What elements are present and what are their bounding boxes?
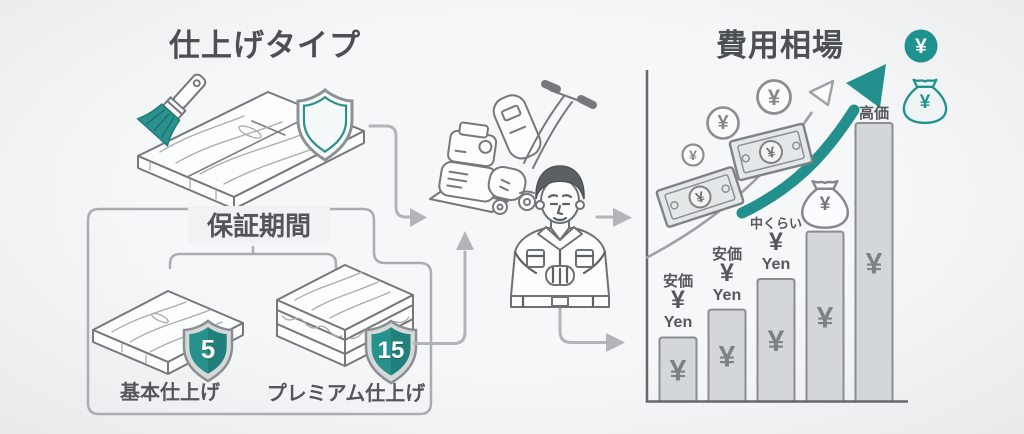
coin-icon bbox=[681, 143, 705, 167]
bar-yen-glyph: ¥ bbox=[768, 325, 785, 358]
cost-bar bbox=[707, 308, 747, 403]
chart-col3-yen: ¥ bbox=[769, 228, 783, 256]
connector-shield-to-sander bbox=[412, 231, 474, 345]
chart-axis bbox=[645, 70, 908, 403]
shield-5-icon bbox=[182, 319, 234, 383]
yen-badge-teal-icon bbox=[904, 29, 938, 63]
shield-15-years: 15 bbox=[377, 337, 405, 364]
teal-trend-arrow bbox=[736, 64, 886, 219]
worker-person-illustration bbox=[510, 165, 610, 308]
paint-brush-icon bbox=[136, 73, 207, 147]
banknote-icon: ¥ bbox=[728, 122, 814, 182]
bar-yen-glyph: ¥ bbox=[866, 247, 883, 280]
banknote-icon: ¥ bbox=[655, 166, 745, 228]
warranty-bracket bbox=[168, 245, 338, 270]
coin-icon bbox=[756, 79, 792, 115]
shield-15-icon bbox=[364, 319, 418, 385]
cost-bar bbox=[658, 336, 698, 403]
chart-col1-yen: ¥ bbox=[671, 286, 685, 314]
money-bag-teal-yen: ¥ bbox=[919, 92, 931, 113]
chart-col2-yen: ¥ bbox=[720, 259, 734, 287]
premium-finish-label: プレミアム仕上げ bbox=[266, 383, 426, 405]
warranty-box-title: 保証期間 bbox=[188, 206, 330, 243]
coin-yen: ¥ bbox=[717, 112, 729, 134]
chart-col1-tier-label: 安価 bbox=[662, 273, 693, 290]
connector-to-chart-upper bbox=[595, 208, 632, 227]
connector-board-to-sander bbox=[368, 124, 427, 227]
coin-yen: ¥ bbox=[767, 85, 781, 110]
chart-col5-tier-label: 高価 bbox=[858, 105, 889, 122]
cost-bar bbox=[854, 122, 894, 403]
basic-finish-label: 基本仕上げ bbox=[120, 382, 220, 404]
money-bag-gray-yen: ¥ bbox=[819, 194, 831, 215]
left-section-title: 仕上げタイプ bbox=[169, 28, 361, 63]
chart-col3-unit: Yen bbox=[761, 256, 791, 273]
yen-badge-teal-yen: ¥ bbox=[915, 35, 927, 58]
cost-bar bbox=[756, 277, 796, 403]
connector-person-to-chart-lower bbox=[558, 306, 625, 352]
right-section-title: 費用相場 bbox=[716, 28, 844, 63]
chart-col3-tier-label: 中くらい bbox=[749, 216, 802, 231]
chart-col2-tier-label: 安価 bbox=[711, 246, 742, 263]
chart-col1-unit: Yen bbox=[663, 314, 693, 331]
bar-series: ¥¥¥¥¥ bbox=[658, 122, 894, 403]
warranty-box-border bbox=[86, 207, 433, 416]
chart-col2-unit: Yen bbox=[712, 287, 742, 304]
cost-bar bbox=[805, 230, 845, 403]
shield-outline-icon bbox=[296, 88, 354, 162]
bar-yen-glyph: ¥ bbox=[817, 302, 834, 335]
bar-yen-glyph: ¥ bbox=[719, 341, 736, 374]
coin-yen: ¥ bbox=[689, 147, 697, 163]
coin-icon bbox=[706, 106, 740, 140]
shield-5-years: 5 bbox=[200, 334, 216, 364]
bar-yen-glyph: ¥ bbox=[670, 354, 687, 387]
floor-sander-illustration bbox=[429, 80, 597, 215]
